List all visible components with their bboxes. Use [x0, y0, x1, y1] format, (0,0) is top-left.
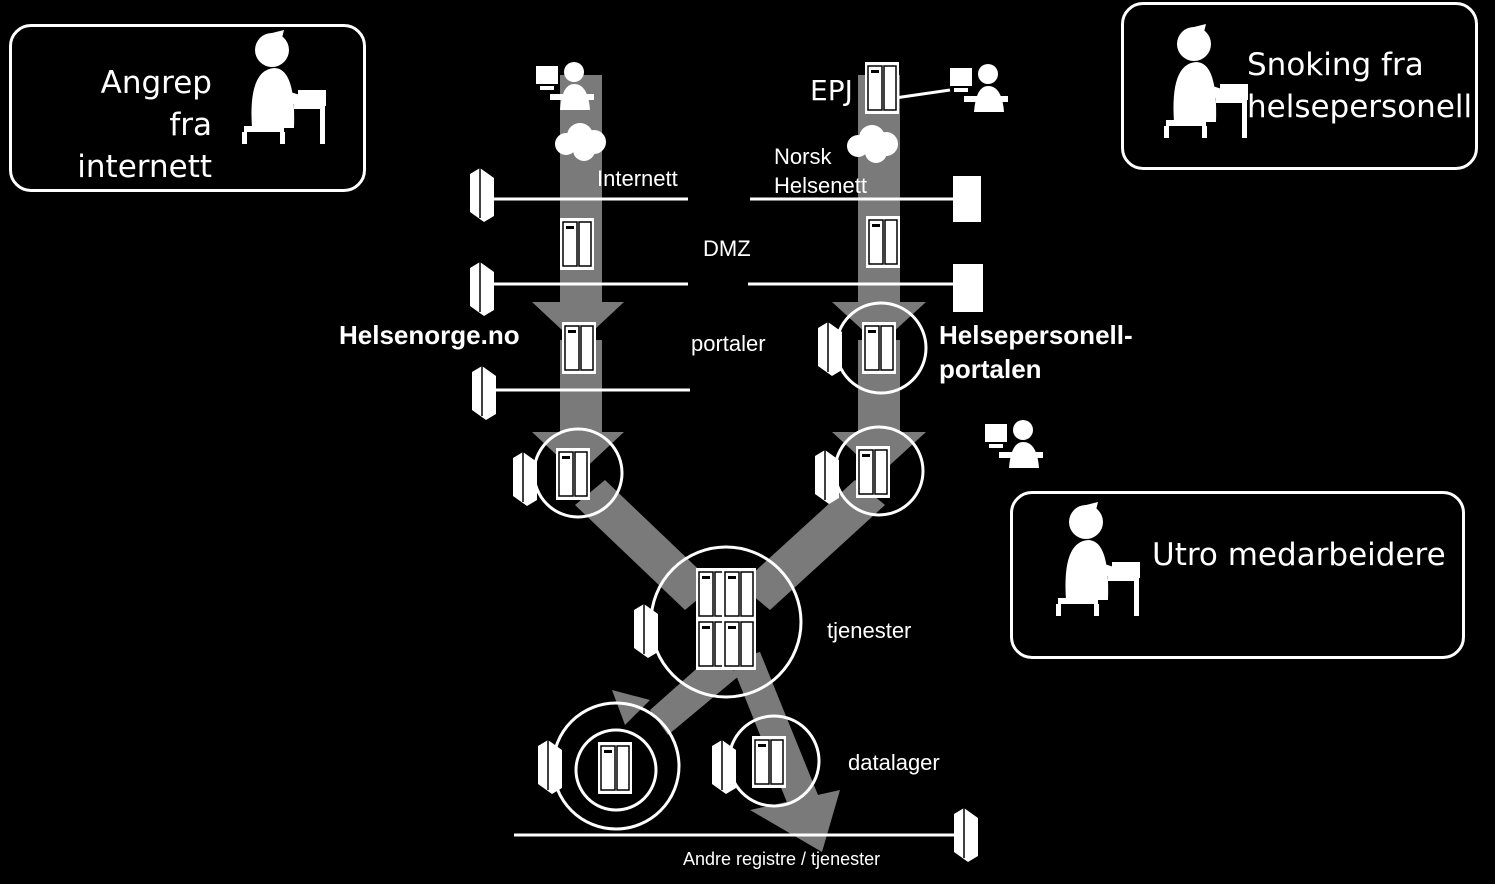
- nhn-label-line1: Norsk: [774, 144, 832, 169]
- threat-snooping-label: Snoking fra helsepersonell: [1247, 44, 1472, 128]
- zone-lines: [494, 88, 958, 837]
- threat-snooping-line2: helsepersonell: [1247, 89, 1473, 125]
- epj-label: EPJ: [810, 74, 853, 107]
- hp-portal-server-icon: [861, 321, 897, 375]
- firewall-dmz-icon: [469, 261, 495, 317]
- right-app-circle: [833, 425, 925, 517]
- datastore-right-circle: [727, 714, 821, 808]
- datastore-label: datalager: [848, 750, 940, 775]
- threat-insider-label: Utro medarbeidere: [1152, 537, 1446, 573]
- threat-internet-line2: fra internett: [77, 107, 212, 185]
- firewall-services-icon: [633, 603, 659, 659]
- insider-user-icon: [985, 420, 1043, 468]
- epj-user-icon: [950, 64, 1008, 112]
- datastore-left-server-icon: [597, 741, 633, 795]
- hp-portal-label: Helsepersonell- portalen: [939, 318, 1133, 386]
- services-server-bottom2-icon: [721, 617, 757, 671]
- services-circle: [649, 545, 803, 699]
- datastore-left-outer-circle: [551, 701, 681, 831]
- helsenorge-label: Helsenorge.no: [339, 320, 520, 350]
- firewall-portal-icon: [471, 365, 497, 421]
- internet-label: Internett: [597, 166, 678, 191]
- datastore-left-inner-circle: [574, 728, 658, 812]
- datastore-right-server-icon: [751, 735, 787, 789]
- dmz-right-server-icon: [865, 215, 901, 269]
- threat-snooping-line1: Snoking fra: [1247, 47, 1424, 83]
- threat-box-insider: [1010, 491, 1465, 659]
- services-label: tjenester: [827, 618, 912, 643]
- dmz-label: DMZ: [703, 236, 751, 261]
- firewall-other-icon: [953, 807, 979, 863]
- firewall-datastore-left-icon: [537, 739, 563, 795]
- hp-portal-line2: portalen: [939, 354, 1042, 384]
- right-app-server-icon: [855, 445, 891, 499]
- firewall-internet-icon: [469, 167, 495, 223]
- dmz-left-server-icon: [559, 217, 595, 271]
- firewall-dmz-right-icon: [953, 264, 983, 312]
- threat-box-internet: [9, 24, 366, 192]
- services-server-top2-icon: [721, 567, 757, 621]
- hp-portal-circle: [834, 301, 928, 395]
- threat-box-snooping: [1121, 2, 1478, 170]
- portals-label: portaler: [691, 331, 766, 356]
- other-registries-label: Andre registre / tjenester: [683, 849, 881, 869]
- epj-server-icon: [864, 61, 900, 115]
- left-app-circle: [532, 427, 624, 519]
- hp-portal-line1: Helsepersonell-: [939, 320, 1133, 350]
- helsenorge-server-icon: [561, 321, 597, 375]
- nhn-label: Norsk Helsenett: [774, 142, 867, 200]
- threat-internet-label: Angrep fra internett: [26, 62, 212, 188]
- nhn-label-line2: Helsenett: [774, 173, 867, 198]
- threat-internet-line1: Angrep: [100, 65, 212, 101]
- left-app-server-icon: [555, 447, 591, 501]
- firewall-nhn-icon: [953, 176, 981, 222]
